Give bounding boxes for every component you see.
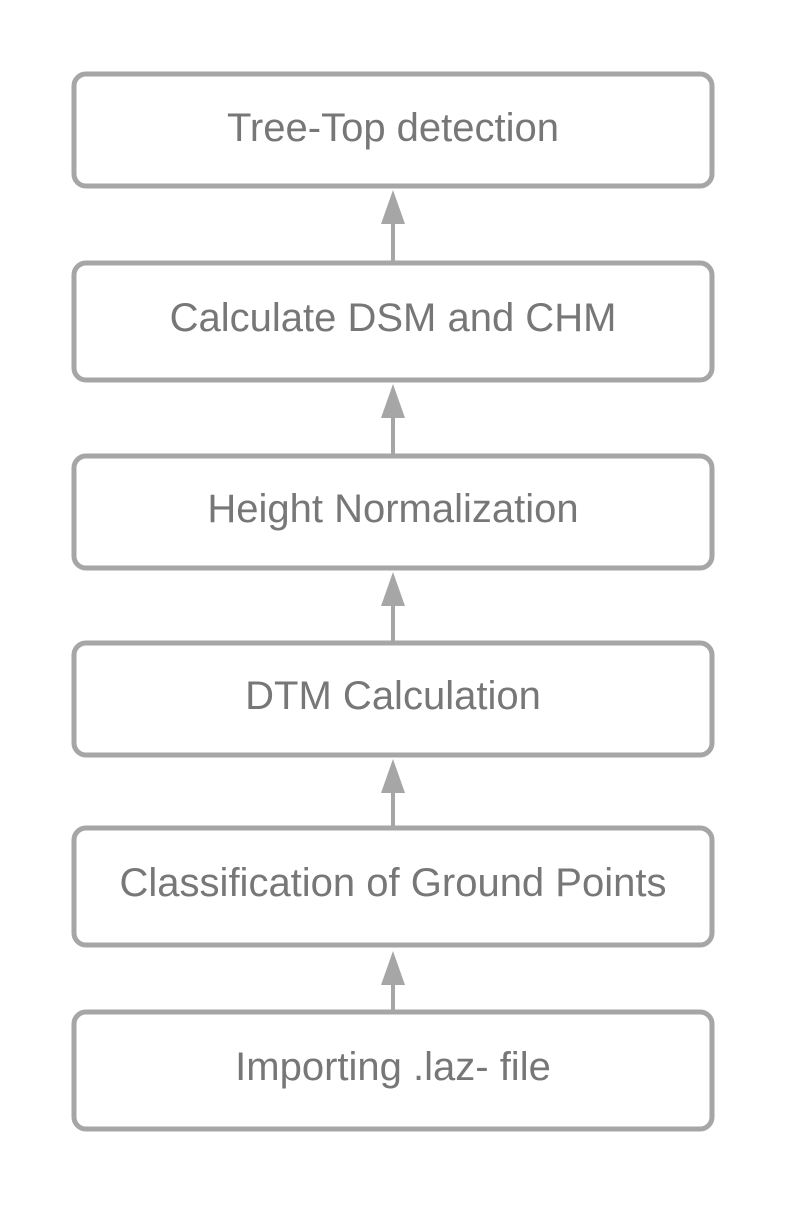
step-box (71, 453, 715, 571)
arrow-classification-to-dtm (381, 759, 405, 827)
step-label: Calculate DSM and CHM (170, 296, 617, 340)
step-dtm-calculation: DTM Calculation (71, 640, 715, 758)
step-box (71, 260, 715, 383)
step-tree-top-detection: Tree-Top detection (71, 71, 715, 189)
step-classification-ground-points: Classification of Ground Points (71, 825, 715, 948)
step-label: Classification of Ground Points (120, 861, 667, 905)
arrow-height-to-calculate (381, 384, 405, 455)
arrowhead (381, 384, 405, 418)
step-box (71, 71, 715, 189)
step-label: Tree-Top detection (227, 106, 559, 150)
arrowhead (381, 190, 405, 224)
step-box (71, 640, 715, 758)
step-label: Height Normalization (207, 487, 578, 531)
arrowhead (381, 572, 405, 606)
step-box (71, 825, 715, 948)
step-label: DTM Calculation (245, 674, 541, 718)
step-label: Importing .laz- file (235, 1045, 551, 1089)
arrowhead (381, 951, 405, 985)
step-height-normalization: Height Normalization (71, 453, 715, 571)
step-importing-laz-file: Importing .laz- file (71, 1009, 715, 1132)
step-calculate-dsm-chm: Calculate DSM and CHM (71, 260, 715, 383)
arrowhead (381, 759, 405, 793)
step-box (71, 1009, 715, 1132)
arrow-dtm-to-height (381, 572, 405, 642)
arrow-import-to-classification (381, 951, 405, 1011)
arrow-calculate-to-treetop (381, 190, 405, 262)
